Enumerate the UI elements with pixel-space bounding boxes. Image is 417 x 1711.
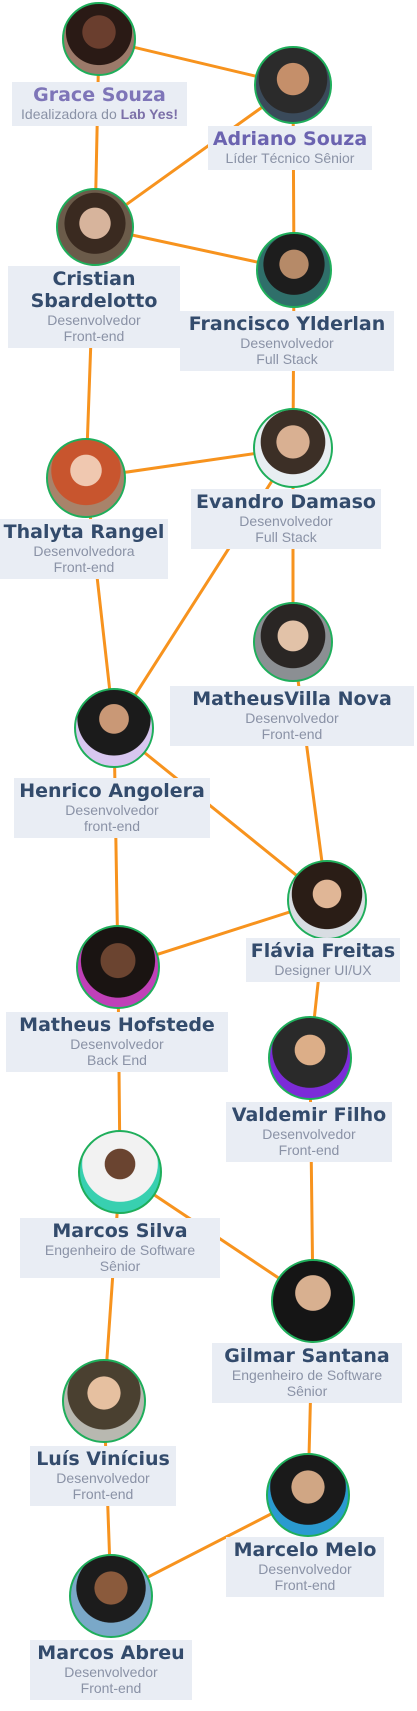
person-role: Desenvolvedora Front-end [33,543,135,575]
label-valdemir: Valdemir Filho Desenvolvedor Front-end [226,1102,392,1162]
avatar-valdemir [268,1016,352,1100]
person-name: Francisco Ylderlan [188,313,386,335]
person-role: Desenvolvedor Front-end [64,1664,158,1696]
person-role: Engenheiro de Software Sênior [231,1367,383,1399]
person-name: MatheusVilla Nova [192,688,392,710]
role-emphasis: Lab Yes! [120,106,178,122]
person-name: Cristian Sbardelotto [30,268,158,312]
avatar-evandro [253,408,333,488]
person-role: Desenvolvedor Front-end [245,710,339,742]
person-role: Idealizadora do Lab Yes! [21,106,178,122]
avatar-francisco [256,232,332,308]
connector-henrico-flavia [112,726,329,902]
label-thalyta: Thalyta Rangel Desenvolvedora Front-end [0,519,168,579]
label-henrico: Henrico Angolera Desenvolvedor front-end [14,778,210,838]
person-name: Marcos Silva [52,1220,188,1242]
person-role: Desenvolvedor Front-end [262,1126,356,1158]
avatar-matheusvilla [253,602,333,682]
avatar-grace [62,2,136,76]
person-name: Gilmar Santana [224,1345,390,1367]
label-evandro: Evandro Damaso Desenvolvedor Full Stack [191,489,381,549]
person-name: Henrico Angolera [19,780,205,802]
avatar-marcelo [266,1453,350,1537]
person-name: Valdemir Filho [231,1104,387,1126]
connector-matheusvilla-flavia [291,640,329,902]
person-name: Marcos Abreu [37,1642,185,1664]
label-adriano: Adriano Souza Líder Técnico Sênior [208,126,372,170]
person-name: Matheus Hofstede [19,1014,215,1036]
label-luis: Luís Vinícius Desenvolvedor Front-end [30,1446,176,1506]
label-cristian: Cristian Sbardelotto Desenvolvedor Front… [8,266,180,348]
person-name: Adriano Souza [212,128,368,150]
person-name: Flávia Freitas [250,940,396,962]
person-role: Desenvolvedor Full Stack [239,513,333,545]
avatar-gilmar [271,1259,355,1343]
label-matheusvilla: MatheusVilla Nova Desenvolvedor Front-en… [170,686,414,746]
person-name: Grace Souza [33,84,166,106]
person-name: Thalyta Rangel [3,521,165,543]
avatar-cristian [56,188,134,266]
person-name: Luís Vinícius [36,1448,170,1470]
label-marcossilva: Marcos Silva Engenheiro de Software Sêni… [20,1218,220,1278]
avatar-luis [62,1359,146,1443]
person-role: Engenheiro de Software Sênior [44,1242,196,1274]
person-role: Desenvolvedor Front-end [47,312,141,344]
label-matheushof: Matheus Hofstede Desenvolvedor Back End [6,1012,228,1072]
avatar-flavia [287,860,367,940]
label-francisco: Francisco Ylderlan Desenvolvedor Full St… [180,311,394,371]
label-gilmar: Gilmar Santana Engenheiro de Software Sê… [212,1343,402,1403]
person-role: Desenvolvedor Back End [70,1036,164,1068]
person-role: Designer UI/UX [274,962,372,978]
connector-adriano-cristian [93,83,295,229]
avatar-adriano [254,46,332,124]
avatar-marcosabreu [69,1554,153,1638]
label-flavia: Flávia Freitas Designer UI/UX [246,938,400,982]
label-marcosabreu: Marcos Abreu Desenvolvedor Front-end [30,1640,192,1700]
person-role: Líder Técnico Sênior [225,150,355,166]
label-marcelo: Marcelo Melo Desenvolvedor Front-end [226,1537,384,1597]
label-grace: Grace Souza Idealizadora do Lab Yes! [12,82,187,126]
avatar-thalyta [46,438,126,518]
person-name: Evandro Damaso [196,491,376,513]
avatar-marcossilva [78,1130,162,1214]
avatar-henrico [74,688,154,768]
person-role: Desenvolvedor front-end [65,802,159,834]
person-name: Marcelo Melo [233,1539,377,1561]
avatar-matheushof [76,925,160,1009]
person-role: Desenvolvedor Front-end [258,1561,352,1593]
person-role: Desenvolvedor Front-end [56,1470,150,1502]
person-role: Desenvolvedor Full Stack [240,335,334,367]
